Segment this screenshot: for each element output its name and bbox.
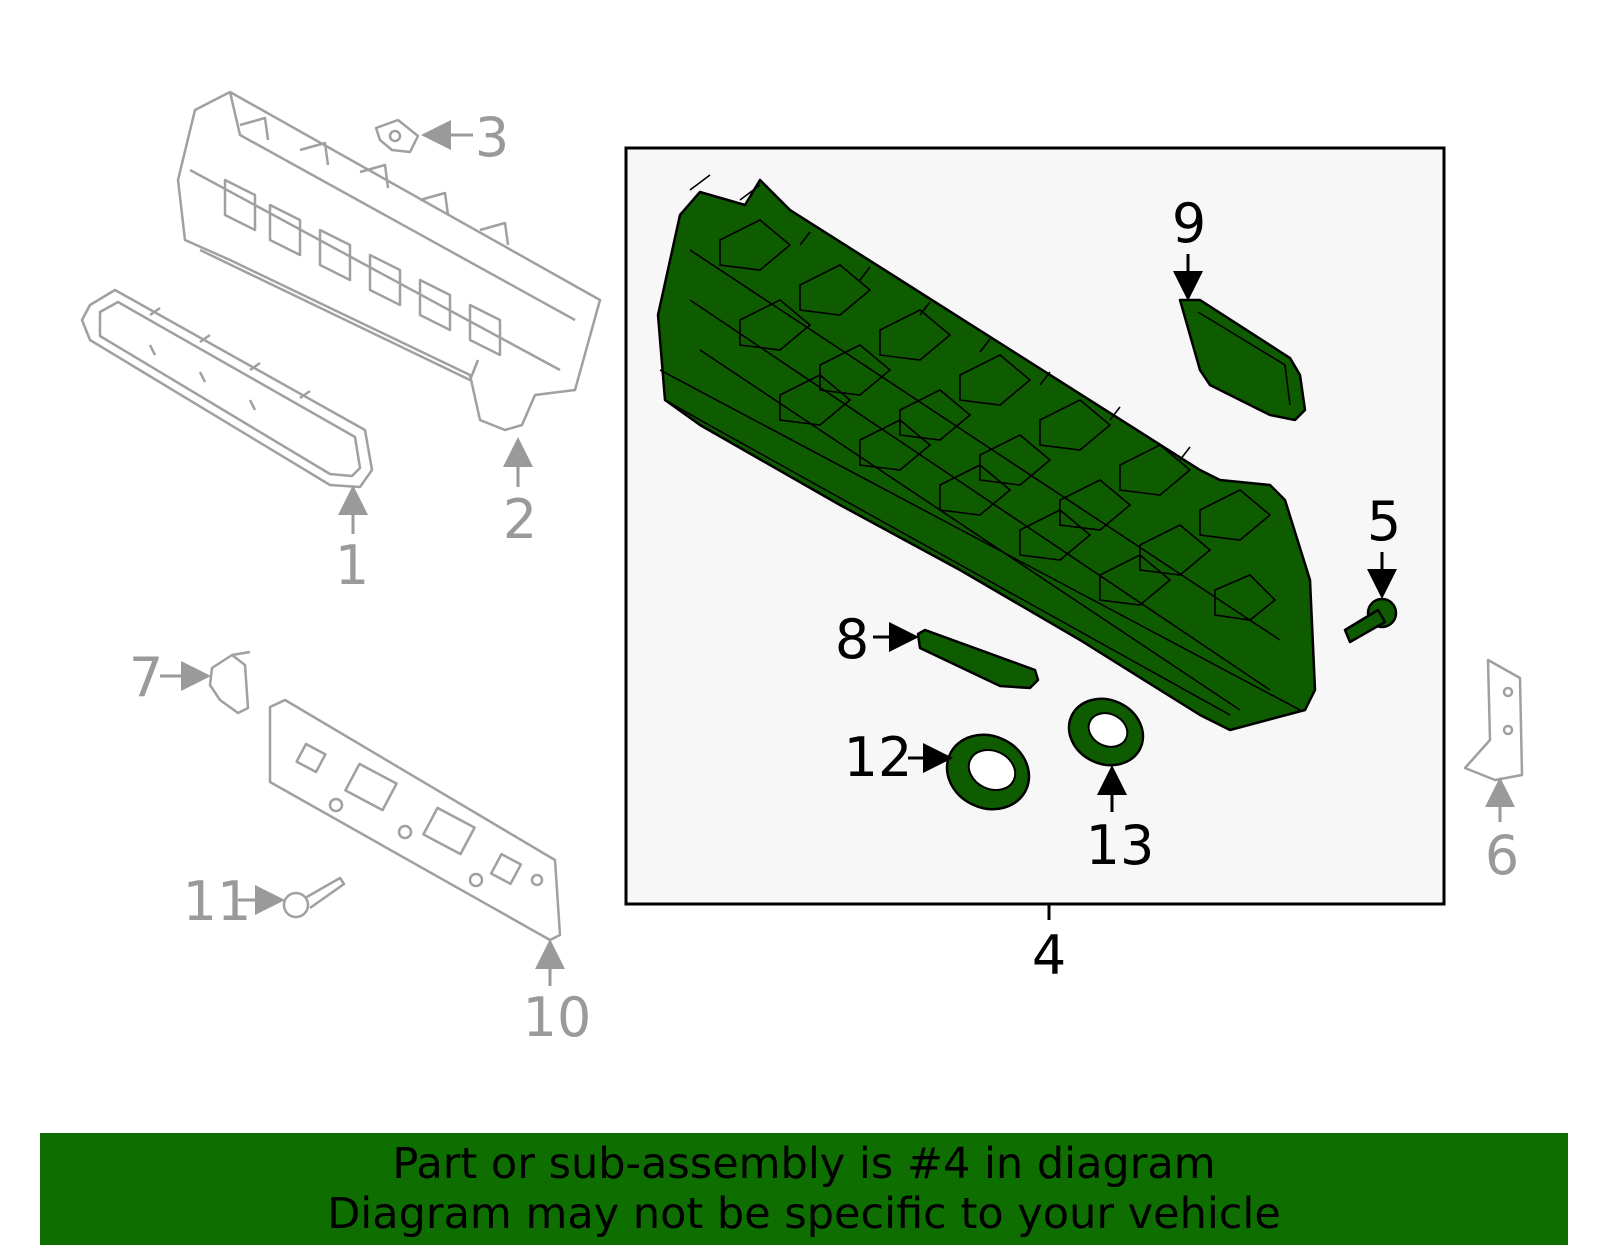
part-13-ring-bezel (1067, 697, 1145, 767)
callout-3: 3 (475, 106, 509, 169)
callout-5: 5 (1367, 490, 1401, 553)
part-11-screw (282, 876, 346, 919)
part-12-ring-bezel (945, 733, 1031, 811)
callout-13: 13 (1086, 814, 1155, 877)
part-6-side-bracket (1463, 658, 1524, 782)
part-7-bracket (208, 650, 251, 715)
part-2-support-bracket (176, 90, 602, 432)
callout-11: 11 (183, 870, 252, 933)
part-1-lower-frame (80, 288, 374, 489)
part-9-emblem (1178, 298, 1307, 422)
callout-8: 8 (835, 608, 869, 671)
footer-line-2: Diagram may not be specific to your vehi… (327, 1189, 1281, 1239)
callout-9: 9 (1172, 192, 1206, 255)
callout-6: 6 (1485, 824, 1519, 887)
callout-10: 10 (523, 986, 592, 1049)
callout-12: 12 (844, 726, 913, 789)
footer-banner: Part or sub-assembly is #4 in diagram Di… (40, 1133, 1568, 1245)
callout-4: 4 (1032, 924, 1066, 987)
callout-7: 7 (129, 646, 163, 709)
part-5-screw (1343, 597, 1398, 644)
footer-line-1: Part or sub-assembly is #4 in diagram (392, 1139, 1216, 1189)
callout-2: 2 (503, 488, 537, 551)
part-3-clip (374, 118, 420, 154)
part-8-trim-strip (916, 628, 1040, 690)
part-10-plate-bracket (268, 698, 562, 942)
part-4-grille-assembly (656, 174, 1317, 732)
callout-1: 1 (335, 534, 369, 597)
